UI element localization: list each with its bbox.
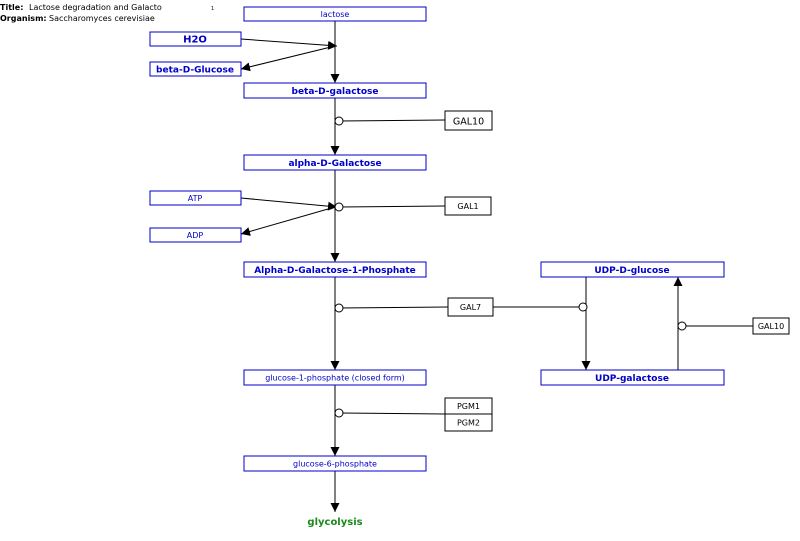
- reaction-node-gal7: [334, 303, 344, 313]
- gal10-right-label: GAL10: [758, 322, 784, 331]
- glucose-1p-label: glucose-1-phosphate (closed form): [265, 374, 405, 383]
- h2o-box[interactable]: [149, 31, 242, 47]
- reaction-node-gal1: [334, 202, 344, 212]
- glucose-6p-box[interactable]: [243, 455, 427, 472]
- catalysis-gal10-top: [338, 119, 446, 122]
- side-lines: [240, 38, 338, 236]
- gal10-top-box[interactable]: [444, 110, 493, 131]
- adp-box[interactable]: [149, 227, 242, 243]
- udp-galactose-box[interactable]: [540, 369, 725, 386]
- catalysis-lines: [338, 119, 753, 415]
- edge-h2o-in: [240, 38, 338, 50]
- h2o-label: H2O: [183, 35, 207, 46]
- alpha-d-gal-1p-label: Alpha-D-Galactose-1-Phosphate: [254, 266, 416, 276]
- edge-beta-glucose-out: [240, 45, 336, 72]
- organism-label: Organism:: [0, 14, 47, 23]
- reaction-nodes: [334, 116, 687, 418]
- adp-label: ADP: [187, 231, 204, 240]
- title-label: Title:: [0, 3, 23, 12]
- gal10-right-box[interactable]: [752, 317, 790, 335]
- catalysis-gal1: [338, 205, 446, 208]
- alpha-d-gal-1p-box[interactable]: [243, 261, 427, 278]
- beta-d-galactose-label: beta-D-galactose: [292, 87, 379, 97]
- organism-value: Saccharomyces cerevisiae: [49, 14, 155, 23]
- edge-adp-out: [240, 206, 336, 236]
- glucose-6p-label: glucose-6-phosphate: [293, 460, 377, 469]
- reaction-node-udp-left: [578, 302, 588, 312]
- udp-d-glucose-label: UDP-D-glucose: [594, 266, 669, 276]
- pgm1-label: PGM1: [457, 402, 480, 411]
- lactose-box[interactable]: [243, 6, 427, 22]
- beta-d-glucose-label: beta-D-Glucose: [156, 66, 234, 76]
- lactose-label: lactose: [321, 10, 350, 19]
- alpha-d-galactose-box[interactable]: [243, 154, 427, 171]
- udp-d-glucose-box[interactable]: [540, 261, 725, 278]
- title-value: Lactose degradation and Galacto: [29, 3, 162, 12]
- pgm2-label: PGM2: [457, 419, 480, 428]
- reaction-node-gal10-top: [334, 116, 344, 126]
- atp-box[interactable]: [149, 190, 242, 206]
- gal7-box[interactable]: [447, 297, 494, 317]
- gal1-label: GAL1: [457, 202, 478, 211]
- catalysis-pgm: [338, 412, 446, 415]
- gal7-label: GAL7: [460, 303, 481, 312]
- reaction-node-gal10-right: [677, 321, 687, 331]
- gal10-top-label: GAL10: [453, 117, 484, 128]
- metabolite-boxes: [149, 6, 725, 472]
- udp-galactose-label: UDP-galactose: [595, 374, 669, 384]
- pgm2-box[interactable]: [444, 413, 493, 432]
- beta-d-glucose-box[interactable]: [149, 61, 242, 77]
- glucose-1p-box[interactable]: [243, 369, 427, 386]
- gal1-box[interactable]: [444, 196, 492, 216]
- edge-atp-in: [240, 197, 338, 211]
- udp-cycle-lines: [581, 277, 683, 370]
- catalysis-gal7-left: [338, 306, 449, 309]
- gene-boxes: [444, 110, 790, 432]
- glycolysis-link[interactable]: glycolysis: [307, 517, 362, 528]
- alpha-d-galactose-label: alpha-D-Galactose: [288, 159, 381, 169]
- atp-label: ATP: [188, 194, 203, 203]
- reaction-node-pgm: [334, 408, 344, 418]
- beta-d-galactose-box[interactable]: [243, 82, 427, 99]
- footnote-mark: 1: [211, 6, 214, 12]
